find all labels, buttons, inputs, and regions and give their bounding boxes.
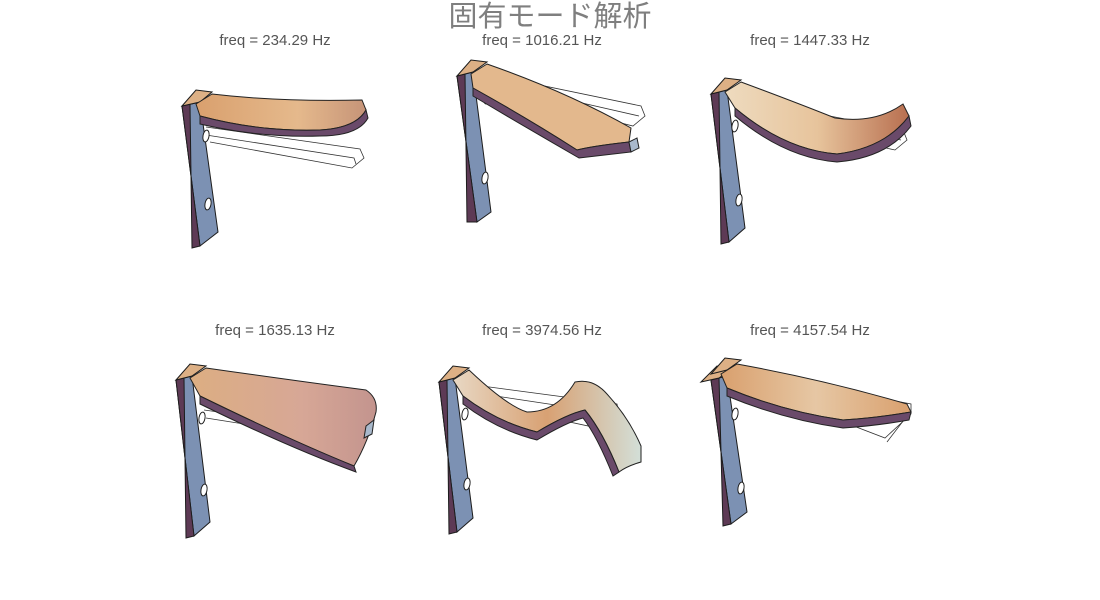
mode-shape-3	[709, 77, 912, 245]
mode-panel-1: freq = 234.29 Hz	[140, 32, 410, 302]
mode-panel-2: freq = 1016.21 Hz	[407, 32, 677, 302]
mode-panel-4: freq = 1635.13 Hz	[140, 322, 410, 592]
mode-panel-3: freq = 1447.33 Hz	[675, 32, 945, 302]
mode-label-6: freq = 4157.54 Hz	[750, 322, 870, 339]
mode-shape-2	[455, 59, 646, 223]
mode-label-4: freq = 1635.13 Hz	[215, 322, 335, 339]
mode-shape-6	[699, 357, 912, 527]
mode-shape-4	[174, 363, 377, 539]
mode-label-3: freq = 1447.33 Hz	[750, 32, 870, 49]
mode-shape-5	[437, 365, 642, 535]
mode-label-2: freq = 1016.21 Hz	[482, 32, 602, 49]
mode-label-5: freq = 3974.56 Hz	[482, 322, 602, 339]
mode-panel-6: freq = 4157.54 Hz	[675, 322, 945, 592]
figure-title: 固有モード解析	[448, 0, 652, 33]
mode-panel-5: freq = 3974.56 Hz	[407, 322, 677, 592]
mode-shape-1	[180, 89, 369, 249]
mode-label-1: freq = 234.29 Hz	[219, 32, 331, 49]
